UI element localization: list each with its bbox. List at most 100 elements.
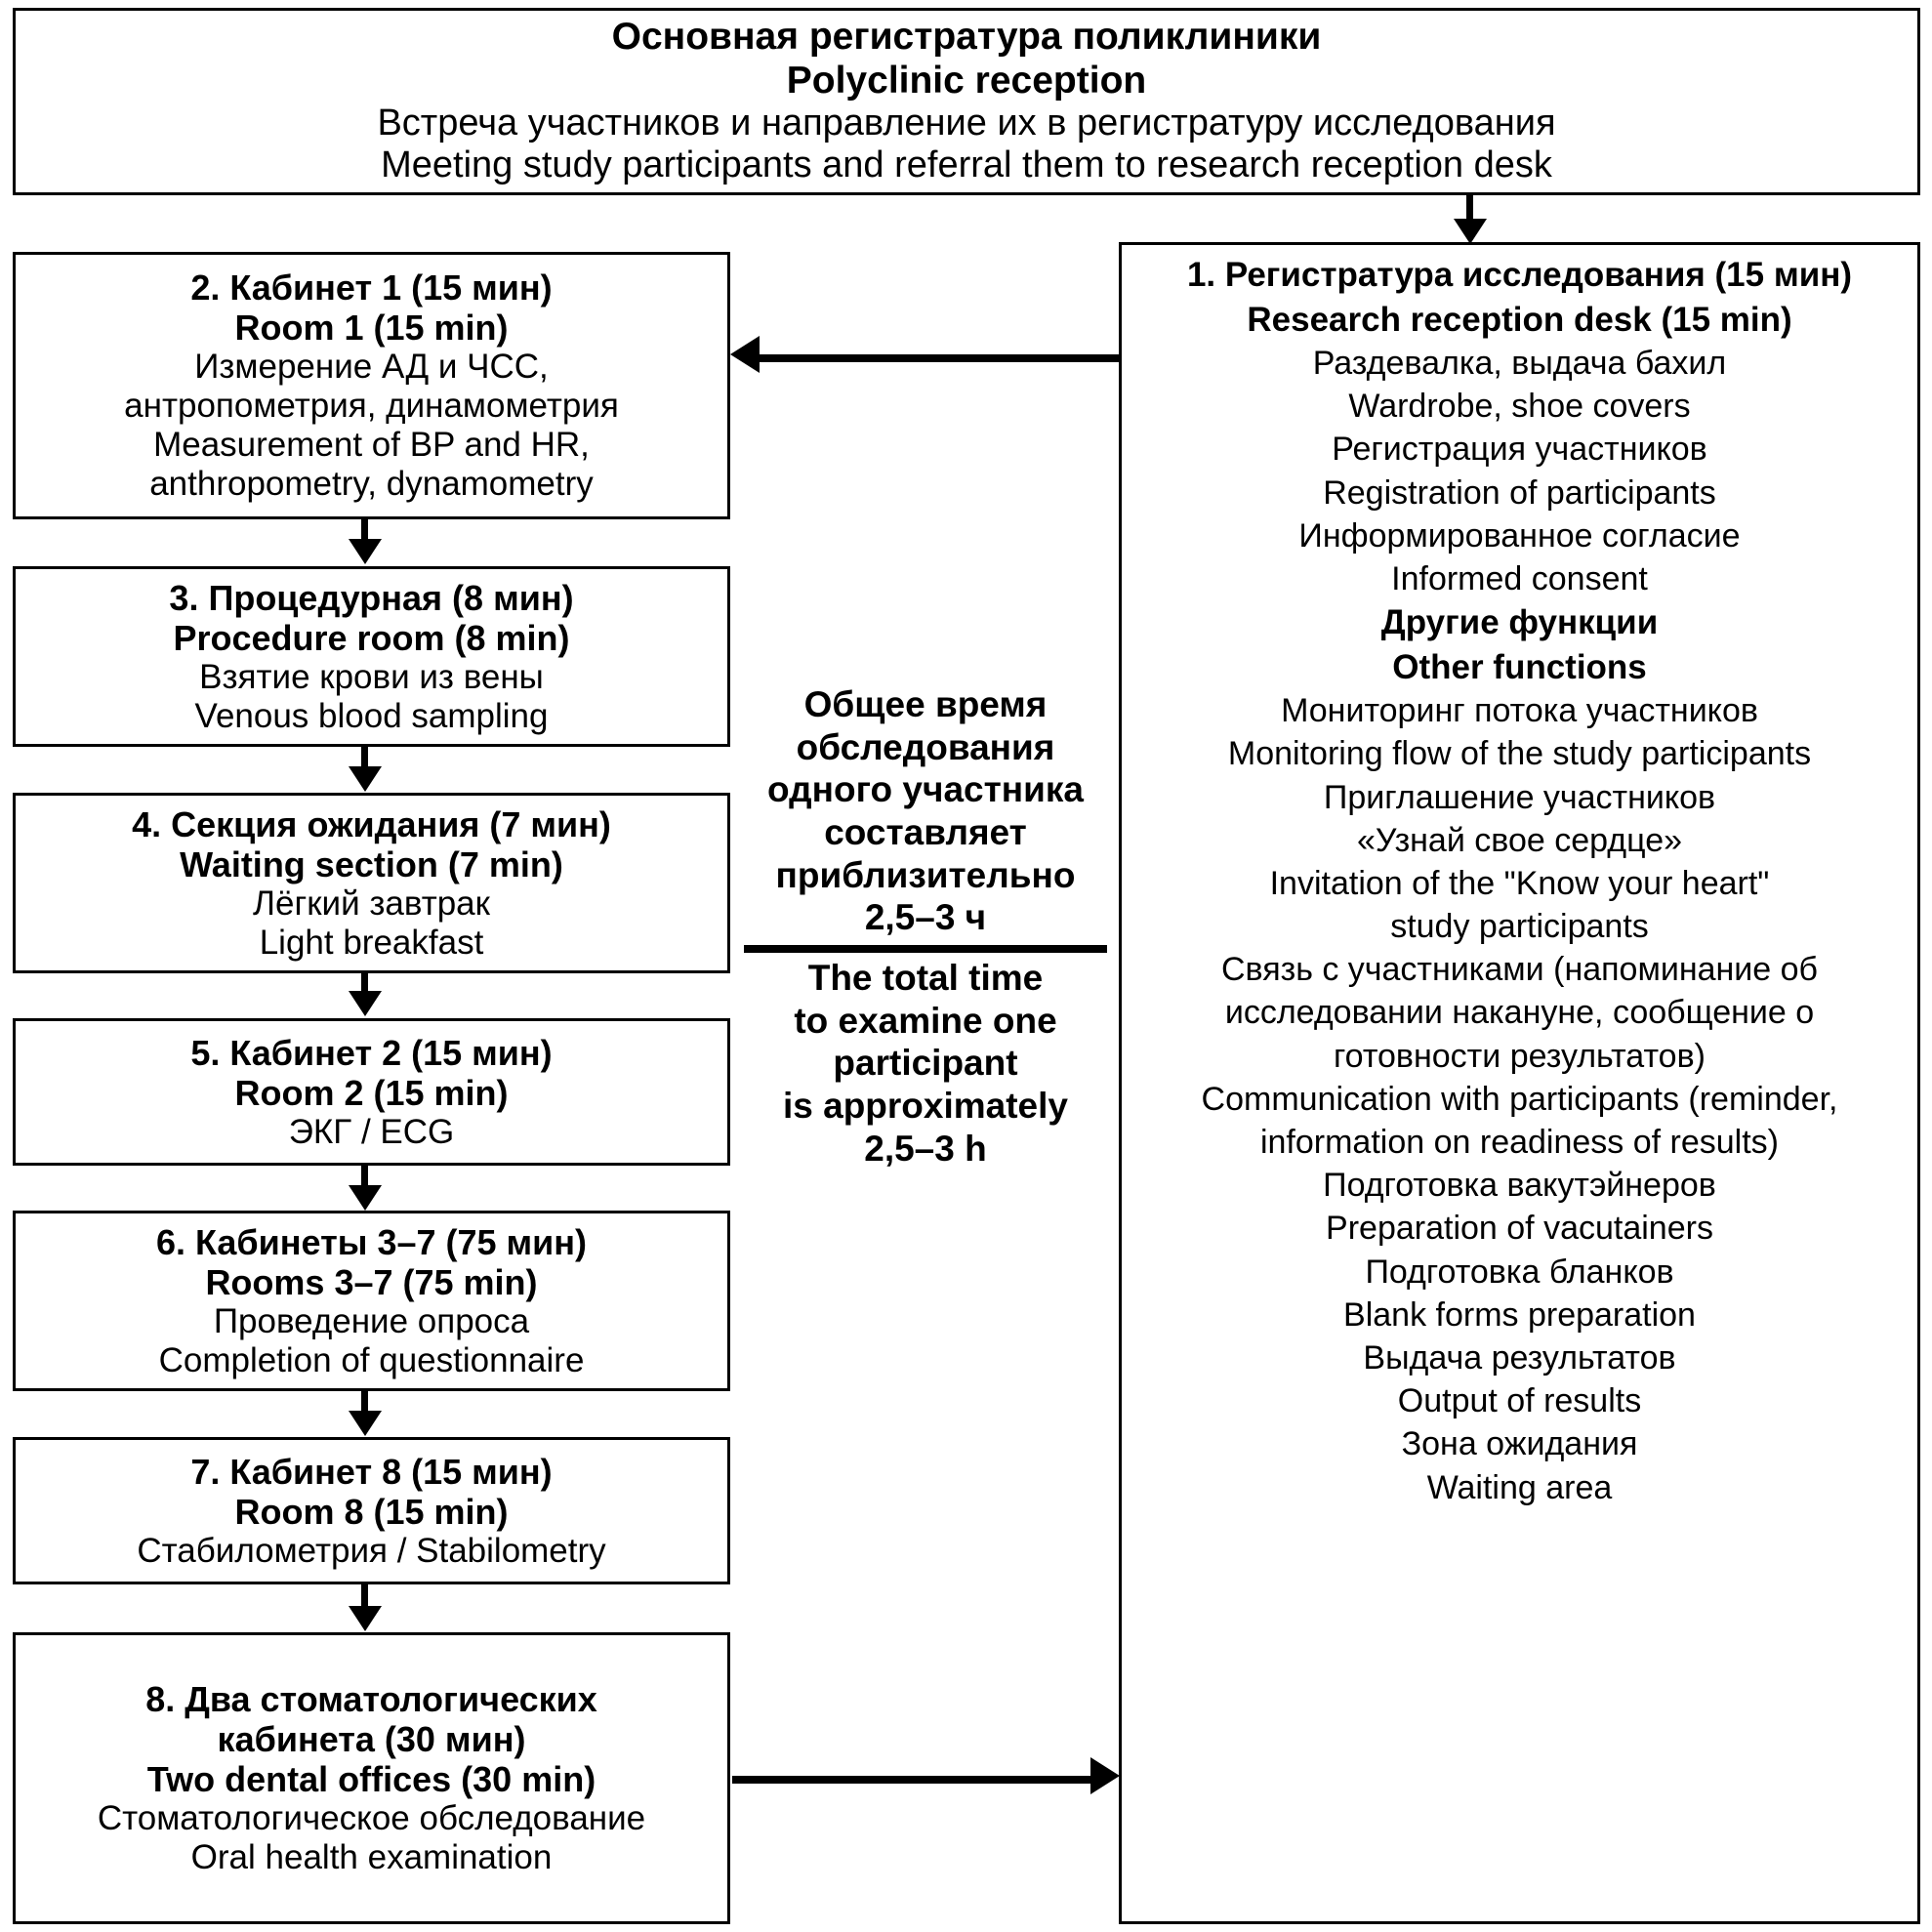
- box8-en-title: Two dental offices (30 min): [146, 1759, 596, 1800]
- box8-ru-title-2: кабинета (30 мин): [217, 1719, 526, 1760]
- node-waiting-section: 4. Секция ожидания (7 мин) Waiting secti…: [13, 793, 730, 973]
- right-line-1: Раздевалка, выдача бахил: [1312, 345, 1727, 382]
- box8-ru-title-1: 8. Два стоматологических: [145, 1679, 597, 1720]
- node-research-reception-desk: 1. Регистратура исследования (15 мин) Re…: [1119, 242, 1920, 1924]
- connector-dental-to-reception-shaft: [732, 1776, 1091, 1784]
- right-other-line-4: «Узнай свое сердце»: [1356, 821, 1683, 859]
- box3-en-title: Procedure room (8 min): [173, 617, 570, 658]
- box6-ru-title: 6. Кабинеты 3–7 (75 мин): [155, 1221, 588, 1262]
- top-box-ru-desc: Встреча участников и направление их в ре…: [377, 103, 1556, 144]
- connector-7-to-8-arrowhead: [349, 1606, 382, 1631]
- right-other-line-14: Подготовка бланков: [1365, 1253, 1674, 1291]
- right-line-5: Информированное согласие: [1298, 516, 1741, 555]
- box3-en-desc-1: Venous blood sampling: [194, 696, 549, 735]
- box4-ru-title: 4. Секция ожидания (7 мин): [132, 803, 611, 844]
- right-other-ru-heading: Другие функции: [1380, 603, 1659, 642]
- right-other-line-5: Invitation of the "Know your heart": [1269, 864, 1770, 902]
- right-other-line-13: Preparation of vacutainers: [1326, 1210, 1713, 1248]
- node-dental-offices: 8. Два стоматологических кабинета (30 ми…: [13, 1632, 730, 1924]
- box5-en-title: Room 2 (15 min): [234, 1072, 509, 1113]
- connector-5-to-6-shaft: [361, 1166, 368, 1189]
- right-other-line-10: Communication with participants (reminde…: [1201, 1080, 1838, 1118]
- top-box-ru-title: Основная регистратура поликлиники: [611, 16, 1322, 59]
- right-other-line-15: Blank forms preparation: [1343, 1295, 1696, 1334]
- connector-dental-to-reception-arrowhead: [1090, 1757, 1120, 1794]
- box2-en-title: Room 1 (15 min): [234, 308, 509, 349]
- connector-reception-to-room1-arrowhead: [730, 336, 760, 373]
- box6-en-title: Rooms 3–7 (75 min): [205, 1261, 538, 1302]
- node-room-8: 7. Кабинет 8 (15 мин) Room 8 (15 min) Ст…: [13, 1437, 730, 1584]
- center-ru-line-6: 2,5–3 ч: [864, 897, 987, 938]
- connector-3-to-4-arrowhead: [349, 766, 382, 792]
- center-en-line-5: 2,5–3 h: [864, 1128, 987, 1169]
- node-polyclinic-reception: Основная регистратура поликлиники Polycl…: [13, 8, 1920, 195]
- connector-top-to-reception-shaft: [1466, 195, 1473, 223]
- right-line-2: Wardrobe, shoe covers: [1348, 388, 1691, 426]
- box2-en-desc-2: anthropometry, dynamometry: [149, 464, 594, 503]
- connector-6-to-7-shaft: [361, 1391, 368, 1415]
- right-other-line-9: готовности результатов): [1334, 1037, 1706, 1075]
- right-other-line-3: Приглашение участников: [1323, 778, 1716, 816]
- right-other-en-heading: Other functions: [1392, 647, 1647, 686]
- center-en-line-2: to examine one: [794, 1000, 1057, 1041]
- center-ru-line-3: одного участника: [767, 769, 1084, 810]
- box2-ru-desc-1: Измерение АД и ЧСС,: [194, 348, 549, 387]
- box5-ru-desc-1: ЭКГ / ECG: [288, 1112, 455, 1151]
- connector-7-to-8-shaft: [361, 1584, 368, 1610]
- connector-top-to-reception-arrowhead: [1454, 219, 1487, 244]
- box4-en-title: Waiting section (7 min): [180, 843, 563, 884]
- right-other-line-8: исследовании накануне, сообщение о: [1224, 994, 1815, 1032]
- connector-6-to-7-arrowhead: [349, 1411, 382, 1436]
- right-other-line-17: Output of results: [1397, 1382, 1642, 1420]
- connector-4-to-5-shaft: [361, 973, 368, 995]
- node-procedure-room: 3. Процедурная (8 мин) Procedure room (8…: [13, 566, 730, 747]
- box6-en-desc-1: Completion of questionnaire: [158, 1340, 585, 1379]
- connector-reception-to-room1-shaft: [760, 354, 1119, 362]
- box6-ru-desc-1: Проведение опроса: [213, 1301, 530, 1340]
- box4-ru-desc-1: Лёгкий завтрак: [253, 884, 490, 923]
- box2-ru-title: 2. Кабинет 1 (15 мин): [190, 267, 553, 308]
- right-other-line-12: Подготовка вакутэйнеров: [1323, 1167, 1716, 1205]
- note-total-examination-time: Общее время обследования одного участник…: [744, 683, 1107, 1170]
- connector-2-to-3-shaft: [361, 519, 368, 543]
- center-ru-line-2: обследования: [796, 726, 1055, 767]
- right-line-3: Регистрация участников: [1332, 431, 1707, 469]
- node-room-1: 2. Кабинет 1 (15 мин) Room 1 (15 min) Из…: [13, 252, 730, 519]
- center-ru-line-1: Общее время: [803, 684, 1048, 724]
- connector-3-to-4-shaft: [361, 747, 368, 770]
- box4-en-desc-1: Light breakfast: [259, 923, 484, 962]
- box2-en-desc-1: Measurement of BP and HR,: [153, 426, 590, 465]
- right-other-line-7: Связь с участниками (напоминание об: [1220, 951, 1819, 989]
- box8-en-desc-1: Oral health examination: [190, 1838, 553, 1877]
- right-other-line-18: Зона ожидания: [1401, 1425, 1638, 1463]
- box2-ru-desc-2: антропометрия, динамометрия: [124, 387, 619, 426]
- top-box-en-desc: Meeting study participants and referral …: [381, 144, 1552, 186]
- right-line-6: Informed consent: [1391, 559, 1648, 597]
- right-other-line-1: Мониторинг потока участников: [1281, 692, 1758, 730]
- right-other-line-2: Monitoring flow of the study participant…: [1227, 735, 1812, 773]
- box7-ru-title: 7. Кабинет 8 (15 мин): [190, 1451, 553, 1492]
- box5-ru-title: 5. Кабинет 2 (15 мин): [190, 1032, 553, 1073]
- box3-ru-desc-1: Взятие крови из вены: [199, 657, 544, 696]
- node-room-2: 5. Кабинет 2 (15 мин) Room 2 (15 min) ЭК…: [13, 1018, 730, 1166]
- right-line-4: Registration of participants: [1323, 473, 1716, 512]
- center-ru-line-5: приблизительно: [775, 854, 1076, 895]
- box8-ru-desc-1: Стоматологическое обследование: [97, 1799, 646, 1838]
- center-ru-line-4: составляет: [824, 811, 1027, 852]
- top-box-en-title: Polyclinic reception: [786, 59, 1147, 102]
- center-en-line-3: participant: [833, 1043, 1018, 1084]
- connector-4-to-5-arrowhead: [349, 991, 382, 1016]
- connector-5-to-6-arrowhead: [349, 1185, 382, 1211]
- right-ru-title: 1. Регистратура исследования (15 мин): [1186, 256, 1853, 294]
- right-other-line-16: Выдача результатов: [1363, 1338, 1676, 1377]
- right-other-line-19: Waiting area: [1426, 1468, 1613, 1506]
- box3-ru-title: 3. Процедурная (8 мин): [169, 577, 574, 618]
- box7-en-title: Room 8 (15 min): [234, 1491, 509, 1532]
- right-other-line-11: information on readiness of results): [1259, 1124, 1780, 1161]
- right-en-title: Research reception desk (15 min): [1247, 300, 1792, 339]
- center-en-line-4: is approximately: [782, 1085, 1068, 1126]
- connector-2-to-3-arrowhead: [349, 539, 382, 564]
- box7-ru-desc-1: Стабилометрия / Stabilometry: [137, 1531, 606, 1570]
- right-other-line-6: study participants: [1390, 908, 1649, 946]
